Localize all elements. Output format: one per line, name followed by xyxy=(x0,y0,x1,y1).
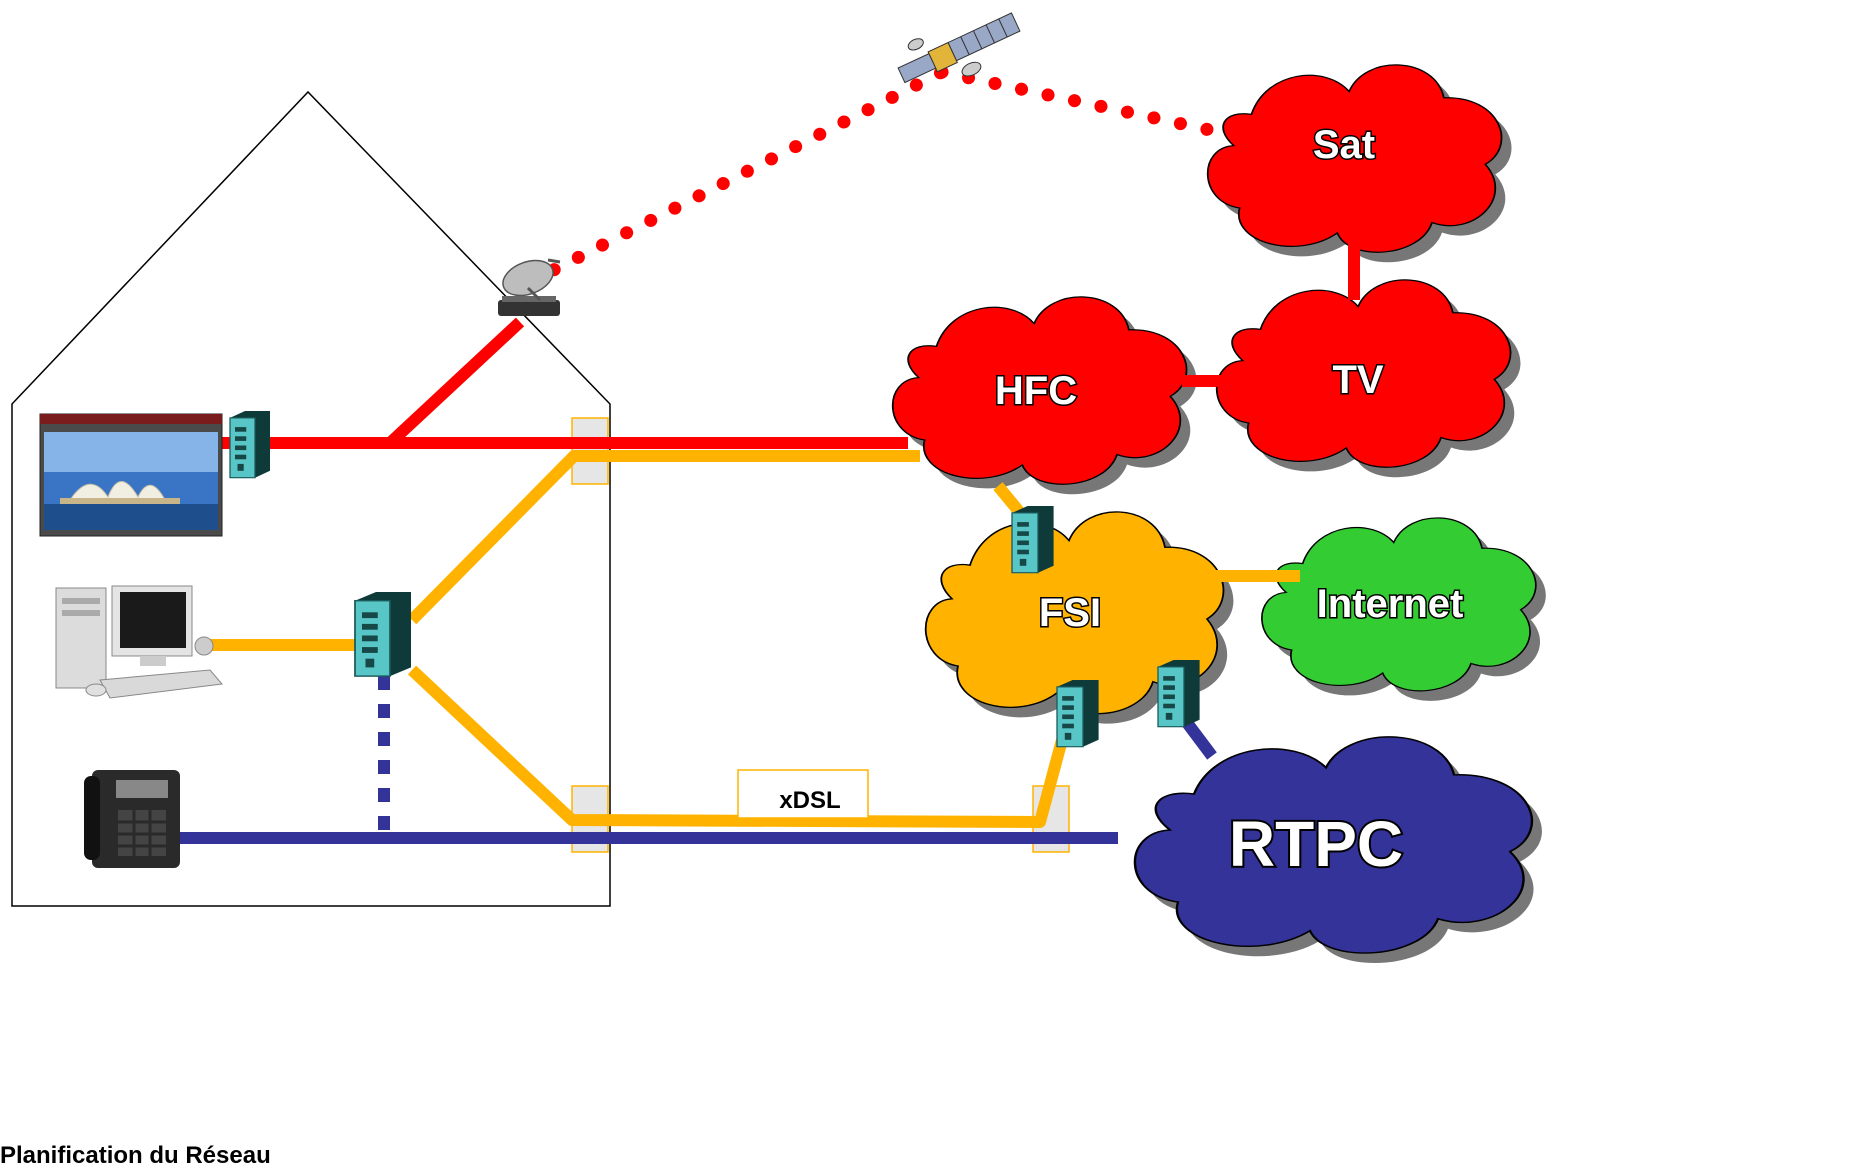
data-lines xyxy=(202,450,1300,828)
cloud-label-internet: Internet xyxy=(1317,582,1464,626)
modem-icon xyxy=(1011,505,1055,574)
modem-icon xyxy=(354,591,412,677)
cloud-label-fsi: FSI xyxy=(1039,591,1101,635)
xdsl-label: xDSL xyxy=(779,787,840,814)
cloud-label-hfc: HFC xyxy=(995,369,1077,413)
desk-phone-icon xyxy=(84,770,180,868)
xdsl-label-box xyxy=(737,769,869,819)
satellite-icon xyxy=(897,12,1021,84)
cloud-label-rtpc: RTPC xyxy=(1229,808,1403,880)
house-outline xyxy=(11,90,611,907)
footer-title: Planification du Réseau xyxy=(0,1142,271,1169)
desktop-computer-icon xyxy=(55,585,223,699)
modem-icon xyxy=(229,410,271,479)
satellite-dish-icon xyxy=(498,258,561,316)
modem-icon xyxy=(1056,679,1100,748)
tv-lines xyxy=(218,238,1360,449)
television-icon xyxy=(39,413,223,537)
cloud-label-sat: Sat xyxy=(1313,123,1375,167)
modem-icon xyxy=(1157,659,1201,728)
cloud-label-tv: TV xyxy=(1332,358,1383,402)
satellite-link xyxy=(523,65,1217,289)
